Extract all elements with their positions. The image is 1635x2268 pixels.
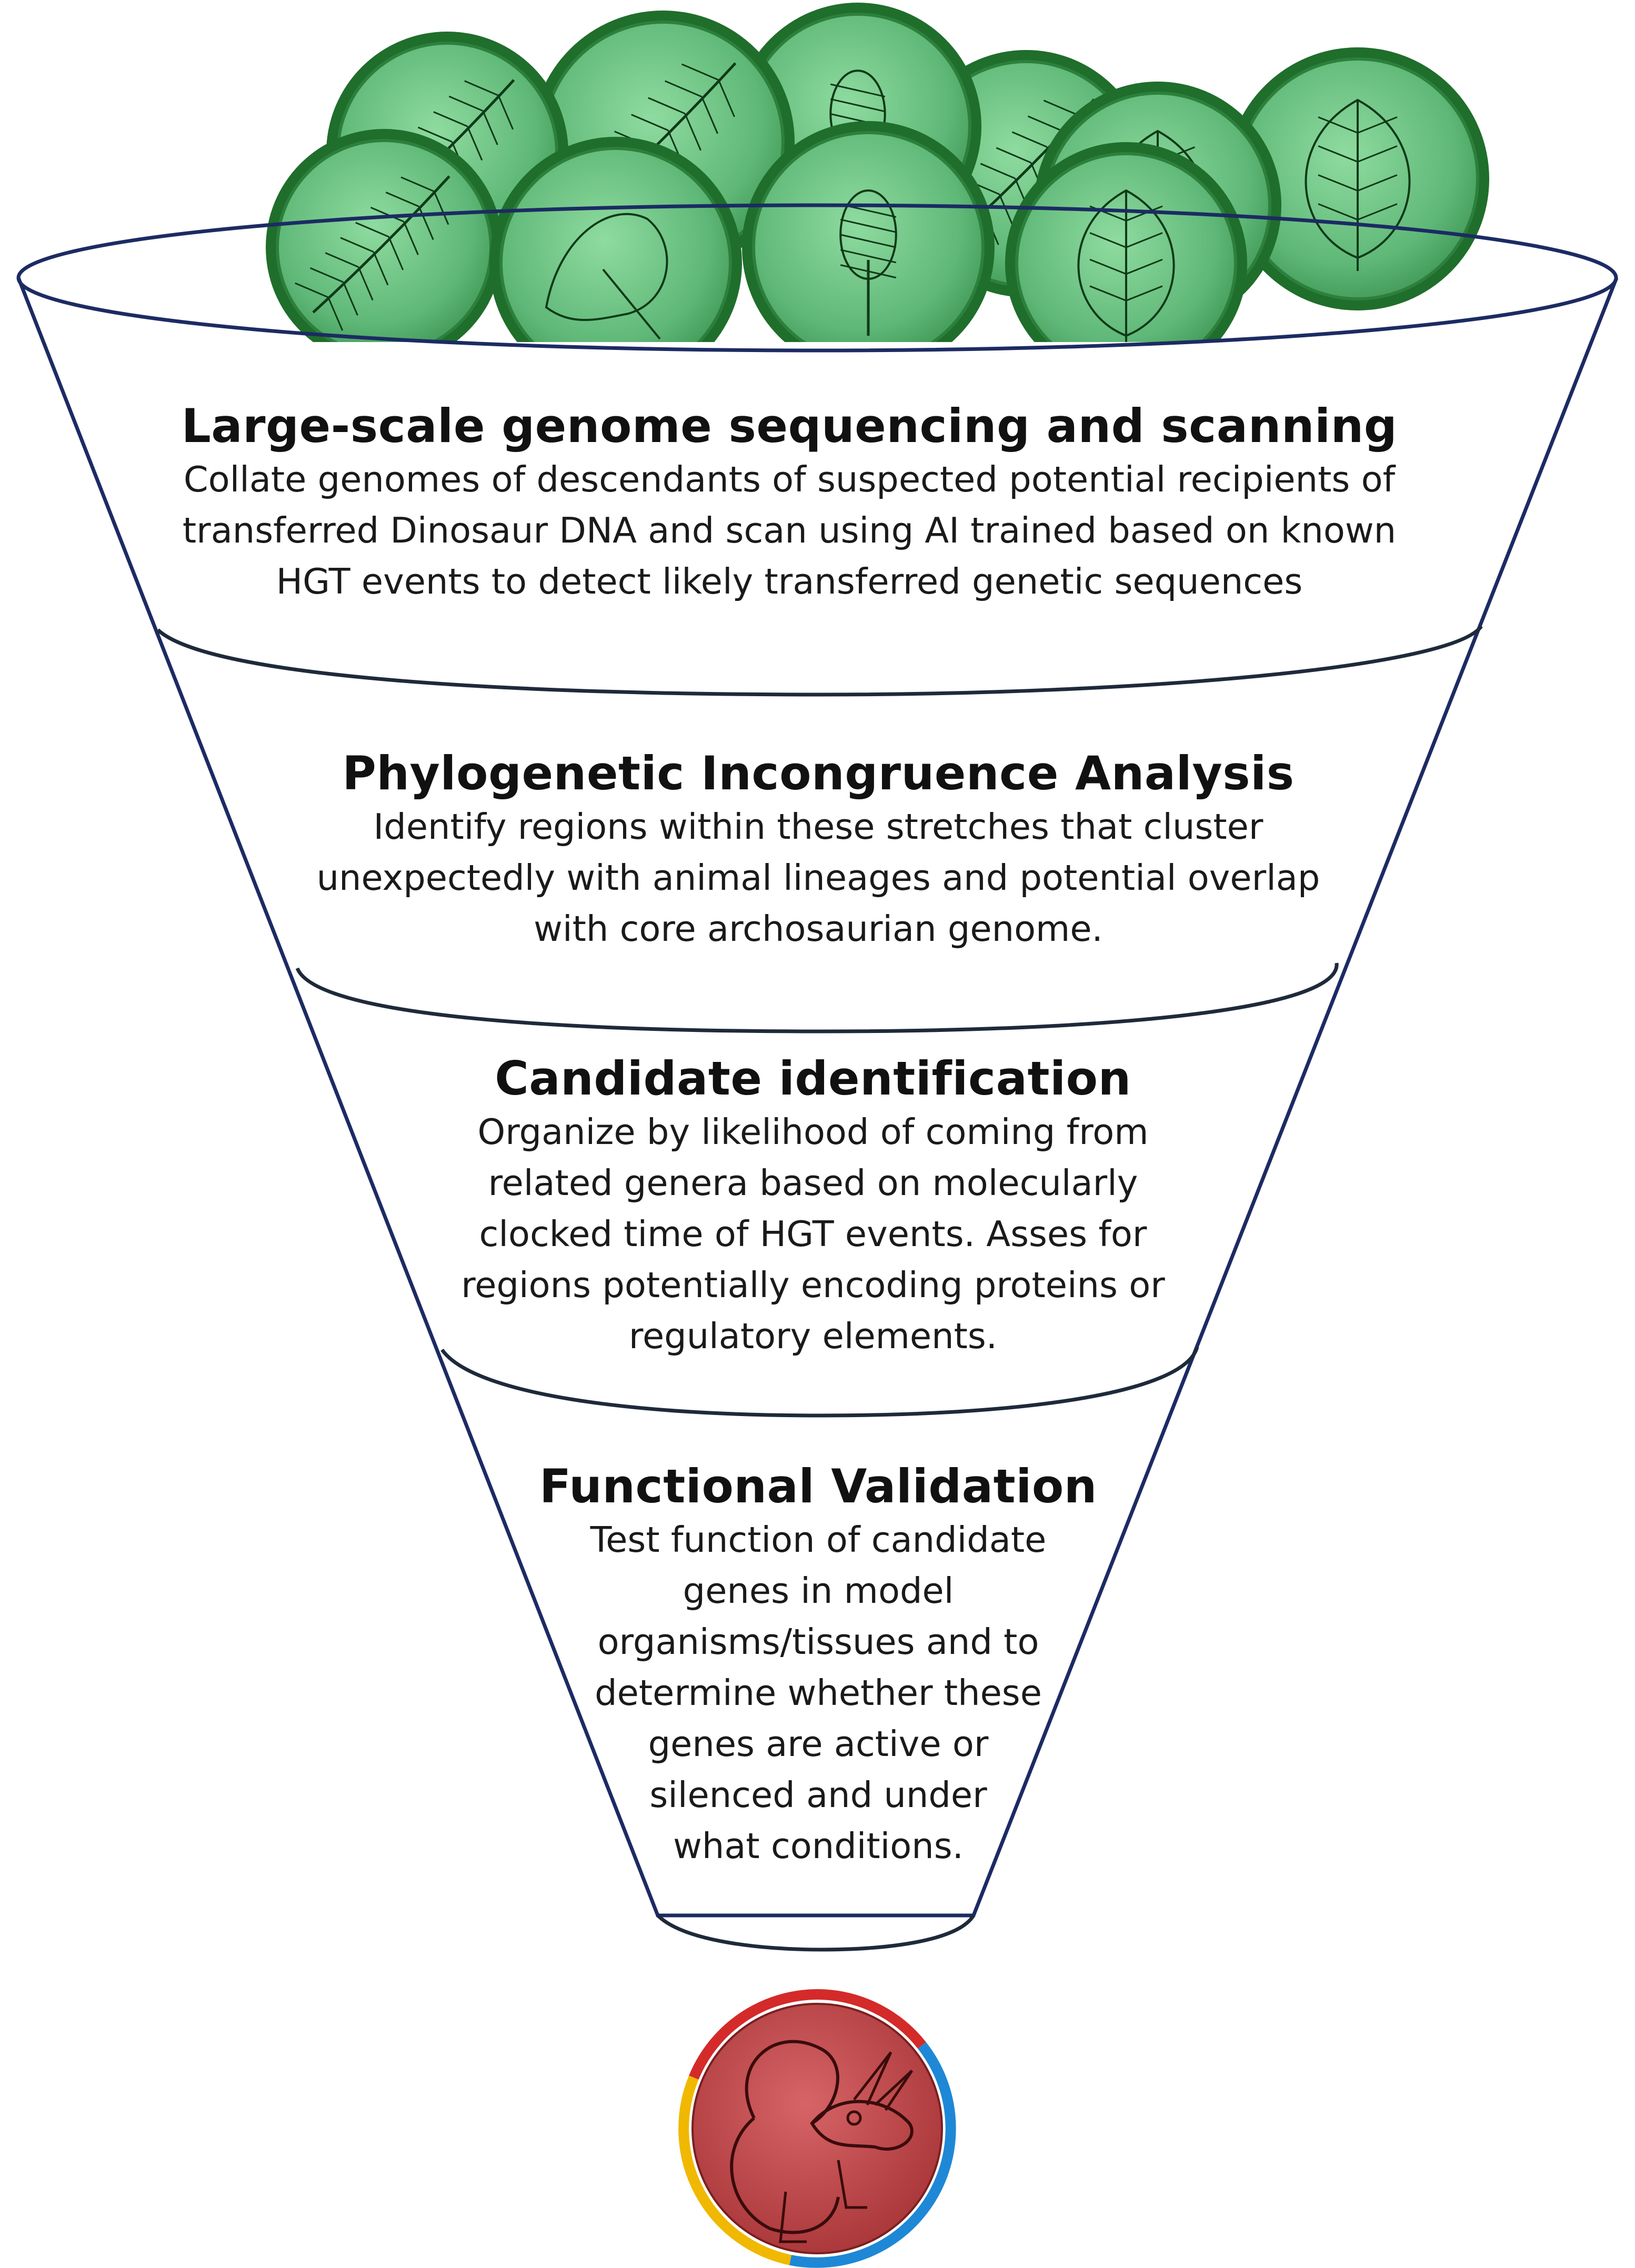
stage-line: HGT events to detect likely transferred … — [276, 561, 1303, 602]
stage-line: what conditions. — [673, 1825, 964, 1866]
funnel-outline — [16, 277, 1619, 1918]
band-divider-1 — [156, 625, 1483, 697]
fossil-coin — [1005, 142, 1247, 342]
stage-line: unexpectedly with animal lineages and po… — [316, 857, 1320, 898]
fossil-coin — [742, 121, 995, 342]
stage-sequencing: Large-scale genome sequencing and scanni… — [79, 398, 1500, 607]
stage-line: organisms/tissues and to — [597, 1621, 1039, 1662]
stage-functional: Functional Validation Test function of c… — [503, 1459, 1134, 1872]
funnel-bottom — [656, 1914, 975, 1952]
stage-line: regulatory elements. — [628, 1316, 998, 1357]
stage-line: silenced and under — [649, 1774, 987, 1815]
fossil-coin — [489, 137, 742, 342]
stage-candidate: Candidate identification Organize by lik… — [392, 1051, 1234, 1362]
stage-line: genes in model — [683, 1570, 954, 1611]
stage-title: Large-scale genome sequencing and scanni… — [181, 399, 1398, 453]
stage-line: related genera based on molecularly — [488, 1162, 1138, 1203]
band-divider-2 — [295, 962, 1339, 1033]
stage-line: Organize by likelihood of coming from — [477, 1111, 1149, 1152]
stage-line: genes are active or — [648, 1723, 989, 1764]
funnel-rim — [16, 203, 1618, 353]
stage-title: Candidate identification — [495, 1051, 1131, 1106]
stage-line: Identify regions within these stretches … — [373, 806, 1263, 847]
stage-title: Functional Validation — [539, 1459, 1097, 1513]
stage-line: clocked time of HGT events. Asses for — [479, 1213, 1147, 1255]
plant-fossil-coins-icon — [266, 3, 1489, 342]
stage-line: determine whether these — [595, 1672, 1042, 1713]
stage-line: with core archosaurian genome. — [534, 908, 1103, 949]
triceratops-coin-icon — [678, 1989, 956, 2268]
stage-line: regions potentially encoding proteins or — [461, 1265, 1165, 1306]
stage-line: Collate genomes of descendants of suspec… — [183, 459, 1396, 500]
fossil-coin — [1226, 47, 1489, 310]
stage-phylogenetic: Phylogenetic Incongruence Analysis Ident… — [239, 746, 1397, 955]
fossil-coin — [266, 129, 503, 342]
stage-line: Test function of candidate — [590, 1519, 1047, 1560]
stage-title: Phylogenetic Incongruence Analysis — [342, 746, 1295, 800]
band-divider-3 — [440, 1346, 1199, 1418]
stage-line: transferred Dinosaur DNA and scan using … — [182, 510, 1397, 551]
funnel-body — [16, 203, 1619, 1952]
